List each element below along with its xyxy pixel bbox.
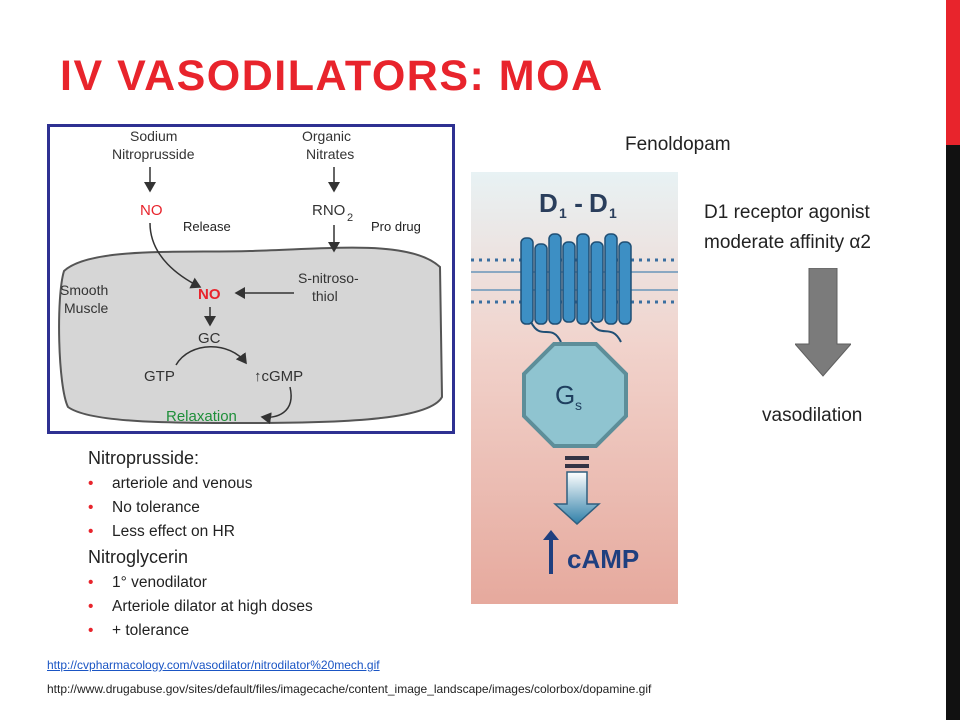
bullet-dot: • [88, 574, 94, 591]
d1-d1-dash: - [567, 188, 590, 218]
list-item-text: No tolerance [112, 499, 200, 516]
d1-d1-sub-a: 1 [559, 205, 567, 221]
list-item-text: arteriole and venous [112, 475, 253, 492]
d1-receptor-svg: D 1 - D 1 G s cAMP [471, 172, 678, 604]
drug-bullet-list: Nitroprusside: • arteriole and venous • No… [88, 448, 448, 646]
list-item: • Less effect on HR [88, 523, 448, 541]
nitroglycerin-list: • 1° venodilator • Arteriole dilator at hi… [88, 574, 448, 640]
rno2-subscript: 2 [347, 212, 353, 224]
muscle-label: Muscle [64, 300, 109, 316]
smooth-label: Smooth [60, 282, 108, 298]
slide-title: IV VASODILATORS: MOA [60, 52, 604, 100]
source-link-cvpharmacology[interactable]: http://cvpharmacology.com/vasodilator/ni… [47, 658, 380, 672]
list-item: • No tolerance [88, 499, 448, 517]
down-arrow-icon [795, 268, 851, 377]
list-item-text: Less effect on HR [112, 523, 235, 540]
release-label: Release [183, 219, 231, 234]
bullet-dot: • [88, 598, 94, 615]
gtp-label: GTP [144, 368, 175, 385]
sidebar-accent-red [946, 0, 960, 145]
sidebar-accent-black [946, 145, 960, 720]
prodrug-label: Pro drug [371, 219, 421, 234]
nitroprusside-label: Nitroprusside [112, 146, 195, 162]
thiol-label: thiol [312, 288, 338, 304]
signal-bar-1 [565, 456, 589, 460]
no-label: NO [140, 202, 163, 219]
d1-receptor-diagram: D 1 - D 1 G s cAMP [471, 172, 678, 604]
nitroprusside-heading: Nitroprusside: [88, 448, 200, 468]
gs-subscript: s [575, 397, 582, 413]
nitroprusside-list: • arteriole and venous • No tolerance • Les… [88, 475, 448, 541]
fenoldopam-line1: D1 receptor agonist [704, 202, 870, 223]
bullet-dot: • [88, 622, 94, 639]
intracellular-loops [530, 321, 622, 343]
bullet-dot: • [88, 499, 94, 516]
vasodilation-label: vasodilation [762, 405, 863, 426]
cgmp-label: ↑cGMP [254, 368, 303, 385]
arrow-cgmp-to-relaxation [260, 386, 292, 425]
rno2-label: RNO [312, 202, 345, 219]
no-mechanism-svg: Sodium Nitroprusside Organic Nitrates NO… [58, 128, 444, 425]
d1-d1-label-b: D [589, 188, 608, 218]
list-item: • arteriole and venous [88, 475, 448, 493]
bullet-dot: • [88, 475, 94, 492]
bullet-dot: • [88, 523, 94, 540]
receptor-helices [520, 233, 632, 325]
nitroglycerin-heading: Nitroglycerin [88, 547, 189, 567]
camp-up-arrow [543, 530, 559, 574]
list-item-text: + tolerance [112, 622, 190, 639]
no-center-label: NO [198, 286, 221, 303]
d1-d1-sub-b: 1 [609, 205, 617, 221]
gs-label: G [555, 380, 575, 410]
d1-d1-label-a: D [539, 188, 558, 218]
list-item: • Arteriole dilator at high doses [88, 598, 448, 616]
list-item: • + tolerance [88, 622, 448, 640]
source-url-drugabuse: http://www.drugabuse.gov/sites/default/f… [47, 682, 652, 696]
camp-label: cAMP [567, 544, 639, 574]
gs-protein-octagon [522, 342, 628, 448]
list-item: • 1° venodilator [88, 574, 448, 592]
fenoldopam-title: Fenoldopam [625, 134, 731, 155]
list-item-text: Arteriole dilator at high doses [112, 598, 313, 615]
signal-bar-2 [565, 464, 589, 468]
signal-down-arrow [553, 471, 601, 526]
sodium-label: Sodium [130, 128, 177, 144]
organic-label: Organic [302, 128, 351, 144]
arrow-gtp-to-cgmp [175, 346, 247, 366]
relaxation-label: Relaxation [166, 408, 237, 425]
nitrates-label: Nitrates [306, 146, 354, 162]
no-mechanism-diagram: Sodium Nitroprusside Organic Nitrates NO… [47, 124, 455, 434]
arrow-no-to-center [149, 222, 202, 289]
list-item-text: 1° venodilator [112, 574, 207, 591]
gc-label: GC [198, 330, 221, 347]
fenoldopam-line2: moderate affinity α2 [704, 232, 871, 253]
smooth-muscle-cell-shape [58, 246, 444, 425]
s-nitroso-label: S-nitroso- [298, 270, 359, 286]
